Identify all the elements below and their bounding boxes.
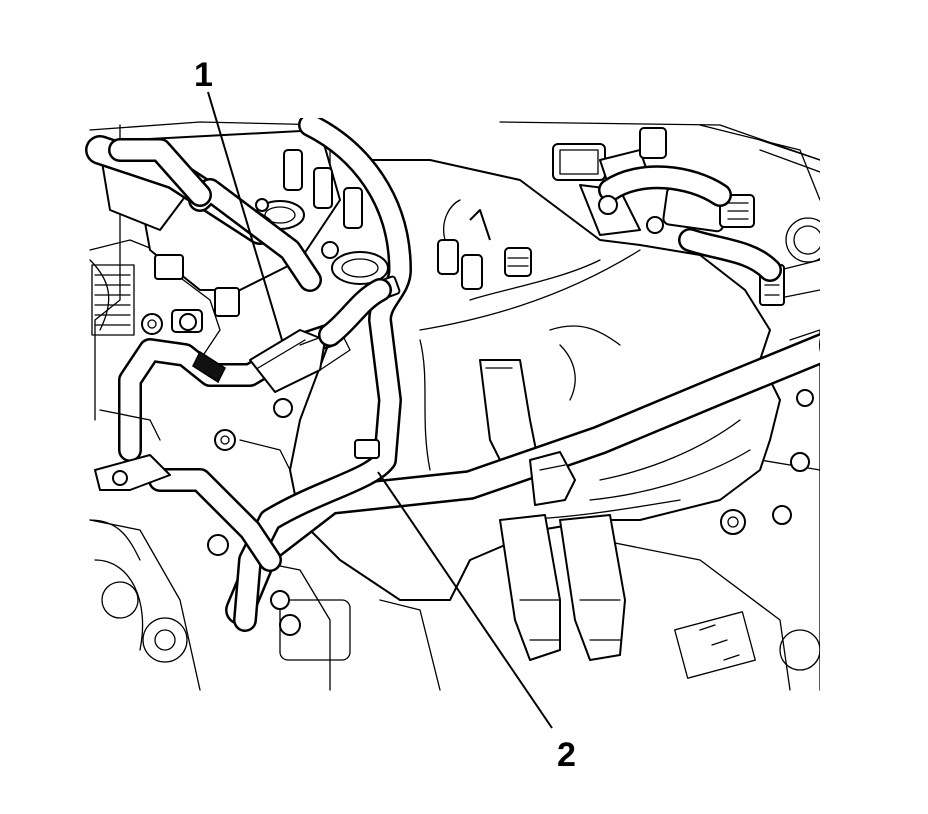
pcv-hose-loop xyxy=(233,118,412,632)
callout-2-label: 2 xyxy=(557,736,576,774)
vent-hose-left xyxy=(94,278,392,572)
engine-bay-artwork xyxy=(85,118,820,691)
callout-1-leader xyxy=(207,91,283,341)
lower-left-hardware xyxy=(89,398,293,561)
callout-1-label: 1 xyxy=(194,56,213,94)
upper-left-tube xyxy=(85,135,322,292)
upper-right-components xyxy=(552,127,785,306)
callout-2-leader xyxy=(377,471,553,729)
